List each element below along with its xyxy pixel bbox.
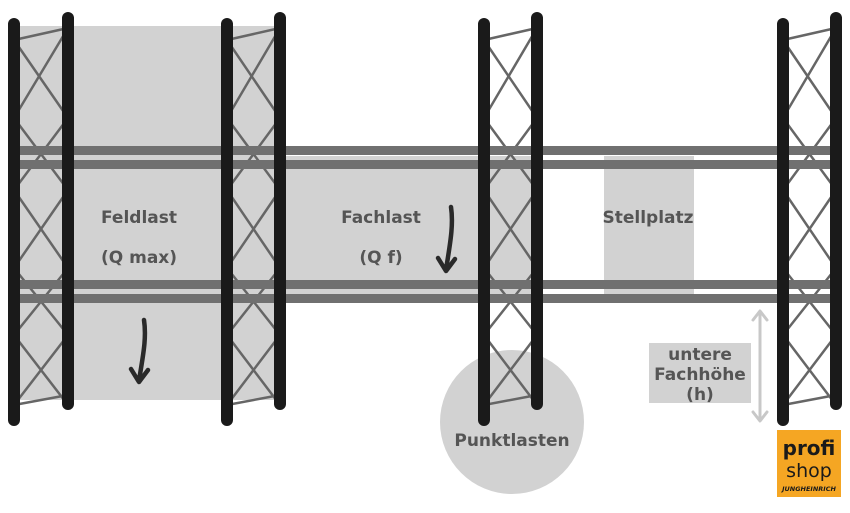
fachhoehe-line-2: Fachhöhe (654, 365, 746, 385)
beam-upper-top (14, 146, 834, 155)
feldlast-sub-label: (Q max) (101, 248, 177, 268)
fachlast-label: Fachlast (341, 208, 421, 228)
load-arrows (128, 204, 458, 385)
feldlast-area (14, 26, 284, 400)
height-dimension-icon (751, 309, 769, 423)
uprights (8, 12, 842, 426)
brace-frame-1 (12, 26, 70, 407)
logo-background (777, 430, 841, 497)
fachhoehe-line-3: (h) (686, 385, 714, 405)
beam-lower-top (14, 280, 834, 289)
logo-line-1: profi (783, 436, 836, 460)
brace-frame-4 (781, 26, 838, 407)
punktlasten-area (440, 350, 584, 494)
fachlast-sub-label: (Q f) (359, 248, 402, 268)
highlight-areas (14, 26, 751, 494)
stellplatz-label: Stellplatz (602, 208, 693, 228)
logo-tagline: JUNGHEINRICH (780, 485, 836, 493)
beams (14, 146, 834, 303)
frame-bracing (12, 26, 838, 407)
fachlast-area (278, 156, 540, 298)
feldlast-label: Feldlast (101, 208, 177, 228)
beam-lower-bottom (14, 294, 834, 303)
beam-upper-bottom (14, 160, 834, 169)
text-labels: Feldlast (Q max) Fachlast (Q f) Stellpla… (101, 208, 746, 451)
logo-line-2: shop (786, 460, 832, 482)
fachlast-arrow-icon (435, 204, 458, 274)
feldlast-arrow-icon (128, 317, 151, 385)
punktlasten-label: Punktlasten (454, 431, 569, 451)
brace-frame-3 (482, 26, 539, 407)
fachhoehe-line-1: untere (668, 345, 732, 365)
stellplatz-area (604, 156, 694, 298)
brace-frame-2 (225, 26, 282, 407)
profishop-logo: profi shop JUNGHEINRICH (777, 430, 841, 497)
fachhoehe-label-box (649, 343, 751, 403)
